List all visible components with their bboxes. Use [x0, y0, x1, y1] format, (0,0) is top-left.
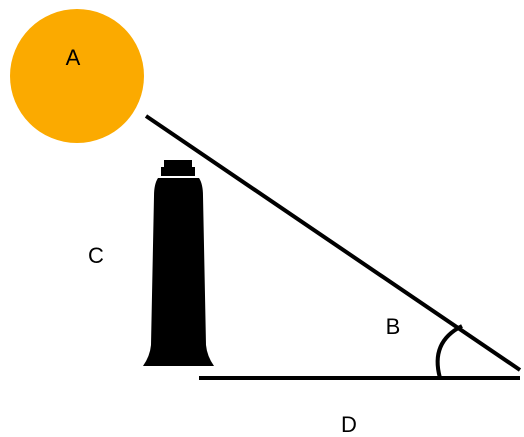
ground-label: D: [341, 412, 357, 437]
tower-shape: [143, 160, 214, 366]
sun-circle: [10, 9, 144, 143]
tower-label: C: [88, 243, 104, 268]
angle-label: B: [386, 314, 401, 339]
sun-label: A: [66, 45, 81, 70]
angle-arc: [435, 324, 463, 379]
